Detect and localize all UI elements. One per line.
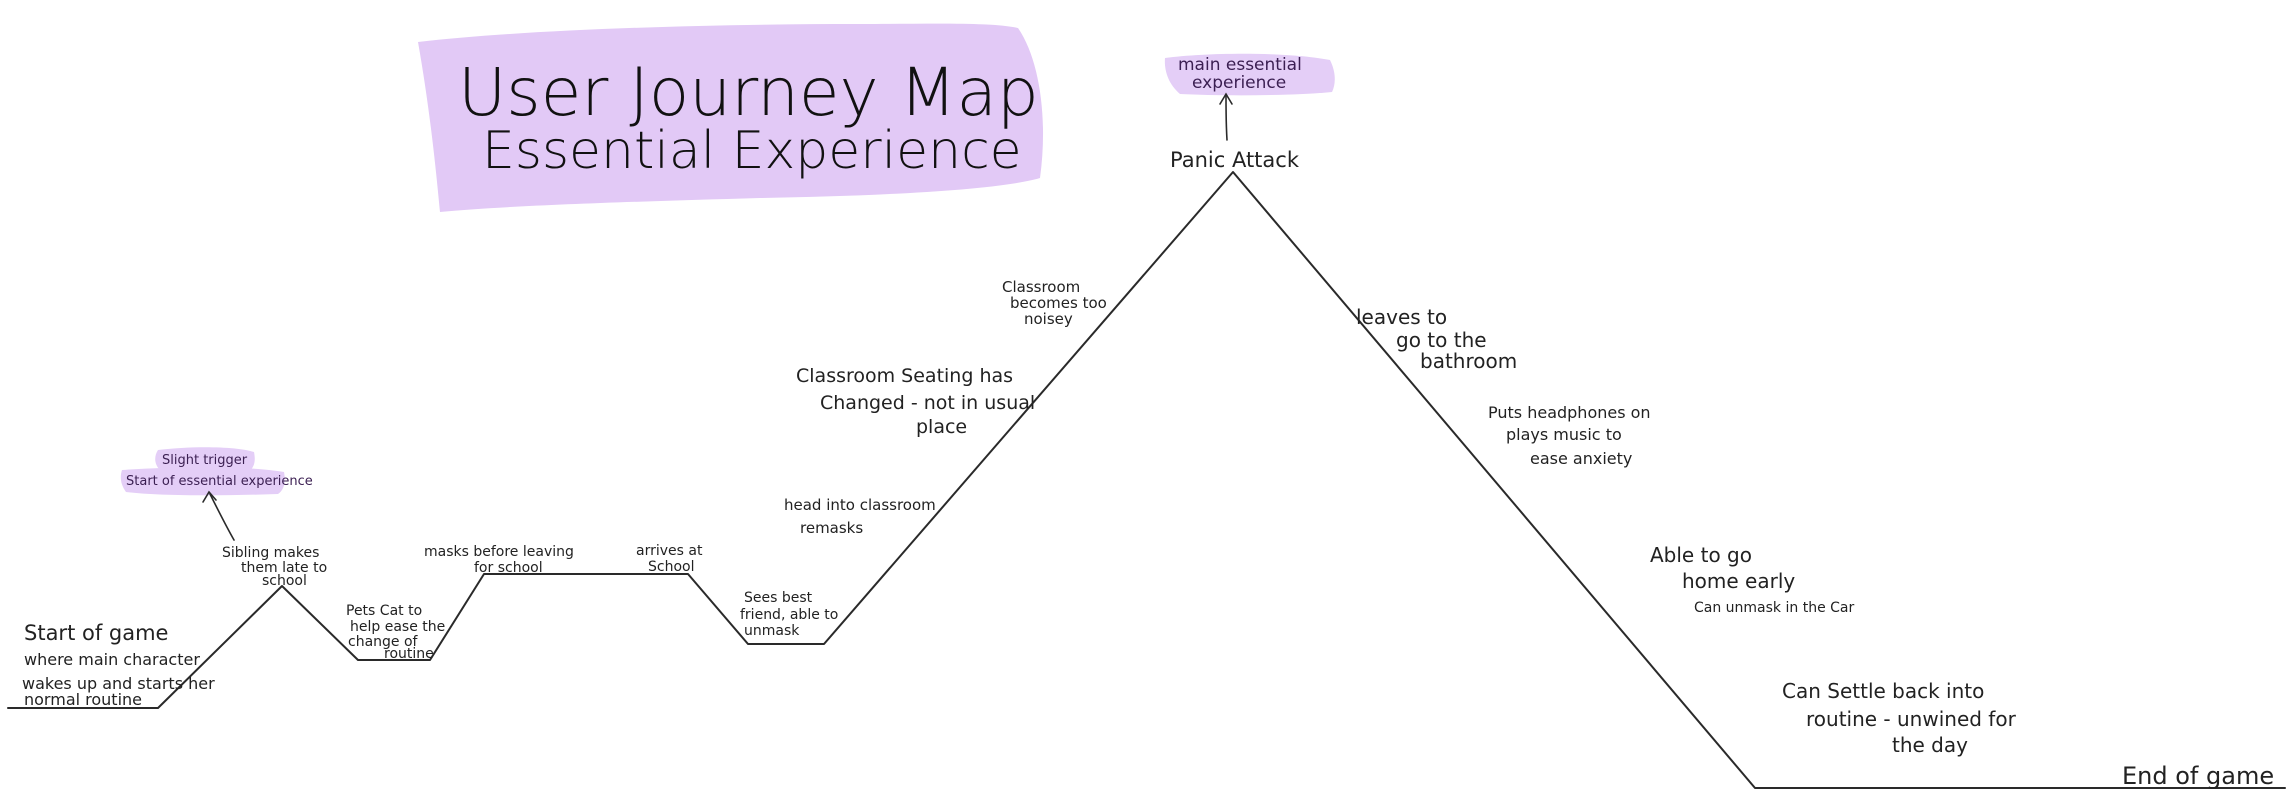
title-highlight [418,23,1044,213]
step-masks: masks before leaving for school [424,544,578,576]
essential-start-highlight [120,467,285,496]
trigger-pointer [209,493,235,541]
step-headphones: Puts headphones on plays music to ease a… [1488,403,1656,468]
main-essential-highlight [1164,53,1335,96]
step-end-of-game: End of game [2122,762,2274,790]
step-start: Start of game where main character wakes… [22,621,220,709]
step-noisy: Classroom becomes too noisey [1002,278,1112,328]
step-pets-cat: Pets Cat to help ease the change of rout… [346,603,450,662]
title-line1: User Journey Map [458,54,1039,131]
step-settle: Can Settle back into routine - unwined f… [1782,679,2022,757]
step-head-into: head into classroom remasks [784,496,941,537]
main-essential-pointer [1225,95,1228,141]
step-best-friend: Sees best friend, able to unmask [740,590,843,639]
trigger-pointer-head [202,490,217,503]
step-home-early: Able to go home early [1650,543,1795,593]
step-leaves: leaves to go to the bathroom [1356,305,1517,373]
step-arrives: arrives at School [636,543,707,575]
step-sibling: Sibling makes them late to school [222,545,332,589]
step-panic-attack: Panic Attack [1170,148,1300,172]
step-seating: Classroom Seating has Changed - not in u… [796,365,1041,438]
annotation-main-essential: main essential experience [1178,55,1307,93]
journey-line [7,171,2286,789]
step-unmask-car: Can unmask in the Car [1694,600,1854,616]
title-line2: Essential Experience [482,121,1022,181]
slight-trigger-highlight [155,447,255,474]
annotation-slight-trigger: Slight trigger Start of essential experi… [126,453,313,489]
main-essential-pointer-head [1219,92,1233,105]
